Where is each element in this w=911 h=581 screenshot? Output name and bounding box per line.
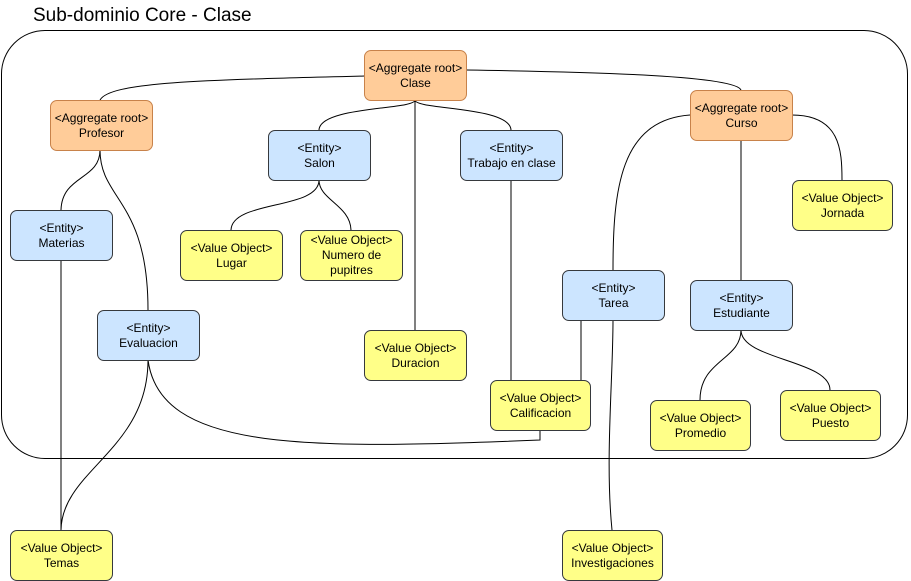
node-profesor-name: Profesor xyxy=(78,125,125,140)
node-duracion[interactable]: <Value Object> Duracion xyxy=(364,330,467,381)
node-calificacion[interactable]: <Value Object> Calificacion xyxy=(490,380,591,431)
node-calificacion-stereotype: <Value Object> xyxy=(499,390,582,405)
node-numero-de-pupitres[interactable]: <Value Object> Numero de pupitres xyxy=(300,230,403,281)
node-investigaciones-stereotype: <Value Object> xyxy=(571,540,654,555)
node-jornada[interactable]: <Value Object> Jornada xyxy=(792,180,893,231)
node-promedio-stereotype: <Value Object> xyxy=(659,410,742,425)
node-puesto-name: Puesto xyxy=(811,415,850,430)
node-evaluacion-stereotype: <Entity> xyxy=(126,320,171,335)
node-temas-name: Temas xyxy=(43,555,80,570)
node-estudiante[interactable]: <Entity> Estudiante xyxy=(690,280,793,331)
node-evaluacion[interactable]: <Entity> Evaluacion xyxy=(97,310,200,361)
node-pupitres-name: Numero de xyxy=(321,248,382,262)
node-investigaciones-name: Investigaciones xyxy=(571,555,654,570)
node-duracion-name: Duracion xyxy=(391,355,440,370)
node-estudiante-stereotype: <Entity> xyxy=(719,290,764,305)
node-clase-name: Clase xyxy=(400,75,431,90)
node-puesto-stereotype: <Value Object> xyxy=(789,400,872,415)
node-lugar[interactable]: <Value Object> Lugar xyxy=(180,230,283,281)
node-profesor[interactable]: <Aggregate root> Profesor xyxy=(50,100,153,151)
node-promedio[interactable]: <Value Object> Promedio xyxy=(650,400,751,451)
node-temas-stereotype: <Value Object> xyxy=(20,540,103,555)
node-tarea-name: Tarea xyxy=(598,295,629,310)
node-promedio-name: Promedio xyxy=(674,425,727,440)
node-materias-name: Materias xyxy=(38,235,85,250)
diagram-title: Sub-dominio Core - Clase xyxy=(33,5,252,26)
node-lugar-stereotype: <Value Object> xyxy=(190,240,273,255)
bounded-context-container xyxy=(1,30,908,459)
node-pupitres-stereotype: <Value Object> xyxy=(310,233,393,247)
node-jornada-stereotype: <Value Object> xyxy=(801,190,884,205)
node-evaluacion-name: Evaluacion xyxy=(119,335,178,350)
node-tarea[interactable]: <Entity> Tarea xyxy=(562,270,665,321)
node-curso-stereotype: <Aggregate root> xyxy=(694,100,789,115)
node-curso-name: Curso xyxy=(725,115,758,130)
node-investigaciones[interactable]: <Value Object> Investigaciones xyxy=(562,530,663,581)
node-materias-stereotype: <Entity> xyxy=(39,220,84,235)
node-salon-name: Salon xyxy=(304,155,335,170)
node-puesto[interactable]: <Value Object> Puesto xyxy=(780,390,881,441)
node-jornada-name: Jornada xyxy=(820,205,865,220)
node-temas[interactable]: <Value Object> Temas xyxy=(10,530,113,581)
node-trabajo-stereotype: <Entity> xyxy=(489,140,534,155)
node-materias[interactable]: <Entity> Materias xyxy=(10,210,113,261)
node-salon-stereotype: <Entity> xyxy=(297,140,342,155)
node-profesor-stereotype: <Aggregate root> xyxy=(54,110,149,125)
node-estudiante-name: Estudiante xyxy=(713,305,770,320)
node-tarea-stereotype: <Entity> xyxy=(591,280,636,295)
node-curso[interactable]: <Aggregate root> Curso xyxy=(690,90,793,141)
node-salon[interactable]: <Entity> Salon xyxy=(268,130,371,181)
node-pupitres-name-line2: pupitres xyxy=(330,263,373,277)
node-trabajo-en-clase[interactable]: <Entity> Trabajo en clase xyxy=(460,130,563,181)
node-clase-stereotype: <Aggregate root> xyxy=(368,60,463,75)
node-calificacion-name: Calificacion xyxy=(509,405,572,420)
node-clase[interactable]: <Aggregate root> Clase xyxy=(364,50,467,101)
node-duracion-stereotype: <Value Object> xyxy=(374,340,457,355)
node-lugar-name: Lugar xyxy=(216,255,247,270)
node-trabajo-name: Trabajo en clase xyxy=(467,155,556,170)
